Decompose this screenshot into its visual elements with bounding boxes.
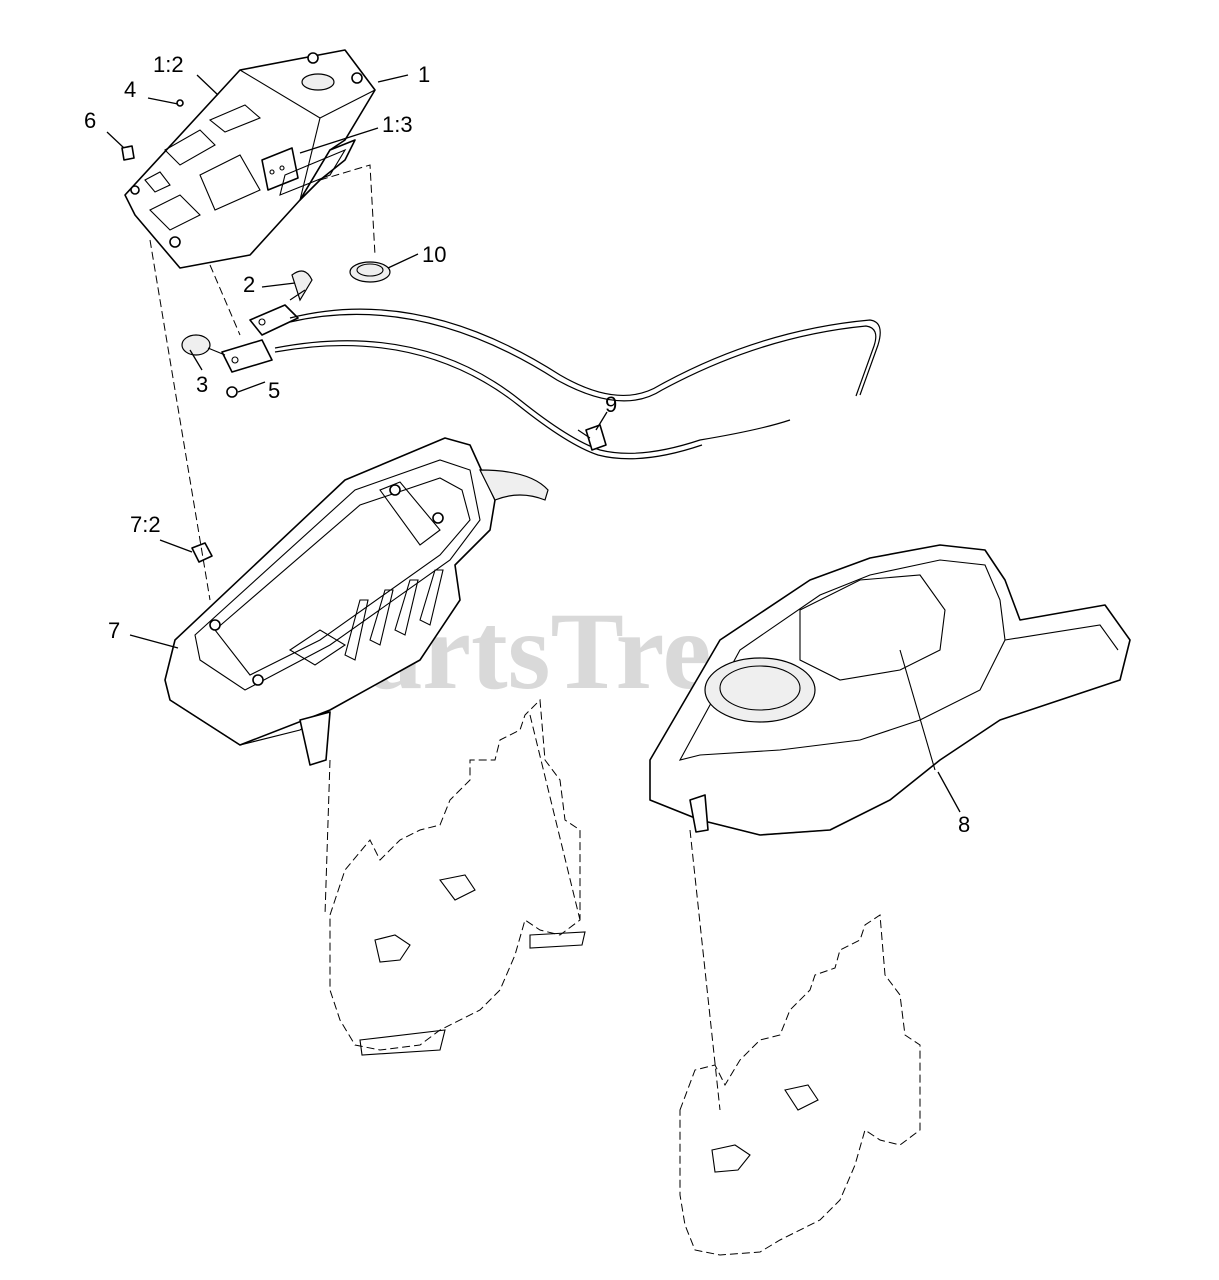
part-1-control-panel[interactable] xyxy=(124,49,376,269)
part-5-nut[interactable] xyxy=(226,386,238,398)
callout-8: 8 xyxy=(958,812,970,837)
callout-1-3: 1:3 xyxy=(382,112,413,137)
leader-lines xyxy=(106,74,961,813)
part-6-bolt[interactable] xyxy=(121,145,135,161)
throttle-cables xyxy=(274,308,881,460)
callout-9: 9 xyxy=(605,392,617,417)
right-side-panel xyxy=(679,914,921,1256)
part-3-lever-knob[interactable] xyxy=(181,334,273,373)
callout-2: 2 xyxy=(243,272,255,297)
alignment-lines xyxy=(149,164,721,1111)
left-side-panel xyxy=(329,698,586,1056)
callout-7: 7 xyxy=(108,618,120,643)
callout-1: 1 xyxy=(418,62,430,87)
part-8-right-console[interactable] xyxy=(649,544,1131,836)
callout-1-2: 1:2 xyxy=(153,52,184,77)
callout-7-2: 7:2 xyxy=(130,512,161,537)
callout-labels: 1 1:2 1:3 4 6 2 3 5 10 9 7:2 7 8 xyxy=(84,52,970,837)
part-9-cable-clip[interactable] xyxy=(577,424,607,451)
part-10-grommet[interactable] xyxy=(349,261,391,283)
part-4-screw[interactable] xyxy=(176,99,184,107)
part-2-lever[interactable] xyxy=(249,270,313,336)
callout-5: 5 xyxy=(268,378,280,403)
callout-3: 3 xyxy=(196,372,208,397)
callout-4: 4 xyxy=(124,77,136,102)
callout-10: 10 xyxy=(422,242,446,267)
part-7-left-console[interactable] xyxy=(164,437,549,766)
callout-6: 6 xyxy=(84,108,96,133)
